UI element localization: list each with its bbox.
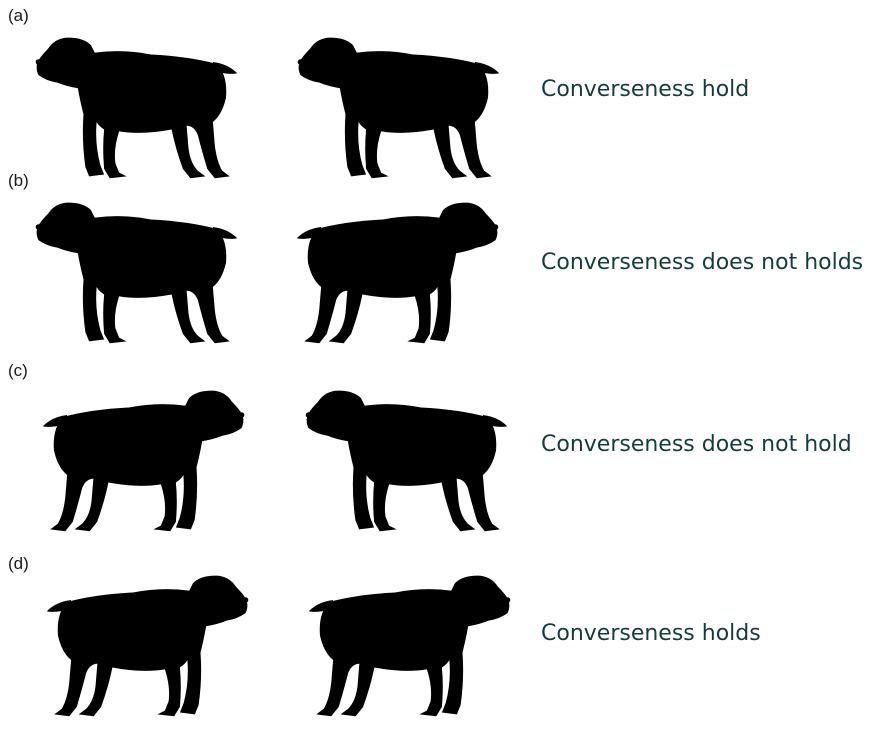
caption: Converseness holds — [541, 620, 761, 648]
panel-label: (d) — [8, 554, 29, 574]
panel-a: (a) Converseness hold — [0, 6, 895, 182]
dark-dog-facing-left — [284, 32, 512, 182]
light-dog-facing-left — [22, 197, 250, 347]
light-dog-facing-left — [22, 32, 250, 182]
light-dog-facing-right — [34, 570, 262, 720]
dark-dog-facing-right — [296, 570, 524, 720]
panel-label: (b) — [8, 171, 29, 191]
caption: Converseness hold — [541, 76, 749, 104]
panel-d: (d) Converseness holds — [0, 554, 895, 730]
caption: Converseness does not hold — [541, 431, 852, 459]
dark-dog-facing-right — [284, 197, 512, 347]
panel-label: (c) — [8, 361, 28, 381]
caption: Converseness does not holds — [541, 249, 863, 277]
panel-label: (a) — [8, 6, 29, 26]
dark-dog-facing-left — [292, 385, 520, 535]
light-dog-facing-right — [30, 385, 258, 535]
panel-b: (b) Converseness does not holds — [0, 171, 895, 347]
panel-c: (c) Converseness does not hold — [0, 361, 895, 537]
